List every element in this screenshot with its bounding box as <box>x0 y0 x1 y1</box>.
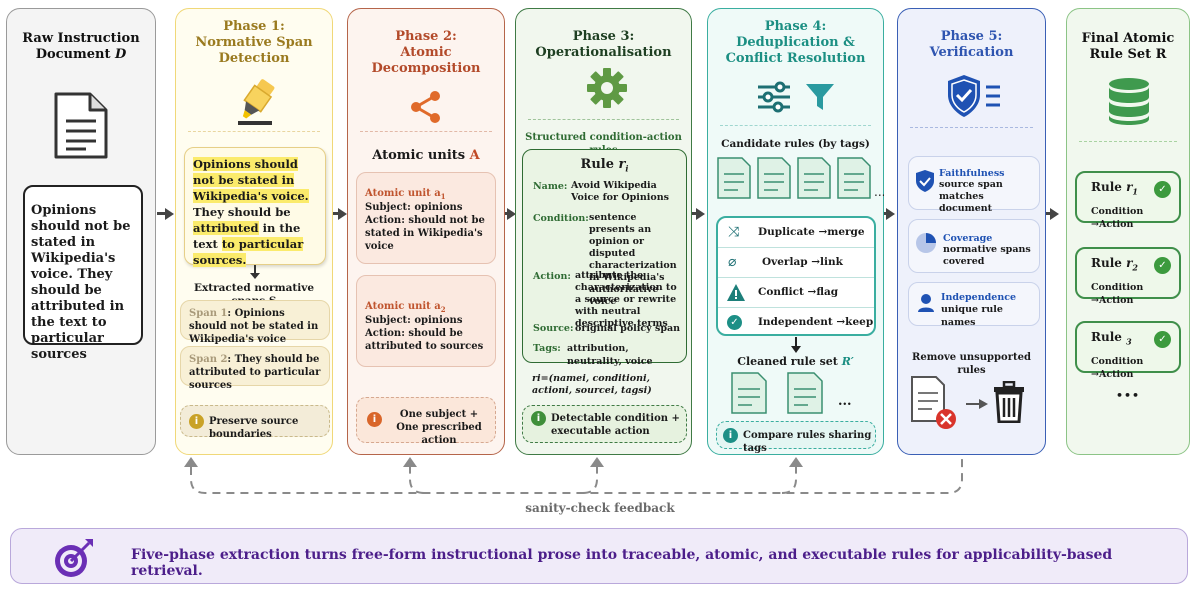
info-icon: i <box>189 414 204 429</box>
document-icon <box>54 92 108 159</box>
phase1-panel: Phase 1: Normative Span Detection Opinio… <box>175 8 333 455</box>
more-rules-ellipsis: ••• <box>1115 389 1141 402</box>
target-icon <box>55 539 93 577</box>
info-icon: i <box>723 428 738 443</box>
phase2-panel: Phase 2: Atomic Decomposition Atomic uni… <box>347 8 505 455</box>
shuffle-icon: ⤨ <box>728 224 740 240</box>
check-icon: ✓ <box>1154 331 1171 348</box>
user-icon <box>918 294 934 312</box>
check-faithfulness: Faithfulness source span matches documen… <box>908 156 1040 214</box>
final-rule-2: Rule r2 ✓ Condition →Action <box>1075 247 1181 306</box>
rule-card-title: Rule ri <box>580 157 629 174</box>
span-1: Span 1: Opinions should not be stated in… <box>180 300 330 345</box>
final-rule-3: Rule 3 ✓ Condition →Action <box>1075 321 1181 380</box>
op-independent: ✓ Independent →keep <box>718 308 874 338</box>
info-icon: i <box>531 411 546 426</box>
remove-unsupported-label: Remove unsupported rules <box>912 352 1031 376</box>
span-2: Span 2: They should be attributed to par… <box>180 346 330 391</box>
flow-arrow <box>338 208 347 220</box>
sliders-icon <box>758 81 790 113</box>
phase3-title: Phase 3: Operationalisation <box>535 29 672 60</box>
summary-banner: Five-phase extraction turns free-form in… <box>10 528 1188 584</box>
atomic-units-label: Atomic units A <box>372 148 480 163</box>
phase5-title: Phase 5: Verification <box>929 29 1014 60</box>
cleaned-rule-set-label: Cleaned rule set R′ <box>737 355 854 368</box>
phase3-panel: Phase 3: Operationalisation Structured c… <box>515 8 692 455</box>
flow-arrow <box>696 208 705 220</box>
flow-arrow <box>507 208 516 220</box>
candidate-rule-docs: ... <box>717 157 884 199</box>
final-rule-1: Rule r1 ✓ Condition →Action <box>1075 171 1181 230</box>
document-reject-icon <box>911 376 956 429</box>
svg-text:...: ... <box>874 185 884 199</box>
operations-box: ⤨ Duplicate →merge ⌀ Overlap →link Confl… <box>716 216 876 336</box>
info-icon: i <box>367 412 382 427</box>
highlighted-text-box: Opinions should not be stated in Wikiped… <box>184 147 326 267</box>
atomic-unit-1: Atomic unit a1 Subject: opinions Action:… <box>356 172 496 264</box>
phase2-note: i One subject + One prescribed action <box>356 397 496 446</box>
final-title: Final Atomic Rule Set R <box>1081 31 1175 62</box>
phase5-panel: Phase 5: Verification Faithfulness sourc… <box>897 8 1046 455</box>
pie-icon <box>916 233 936 253</box>
final-rule-set-panel: Final Atomic Rule Set R Rule r1 ✓ Condit… <box>1066 8 1190 455</box>
check-icon: ✓ <box>727 315 742 330</box>
shield-check-icon <box>948 75 1000 117</box>
highlighter-icon <box>238 79 275 125</box>
phase4-title: Phase 4: Deduplication & Conflict Resolu… <box>725 19 866 66</box>
check-independence: Independence unique rule names <box>908 282 1040 328</box>
phase1-title: Phase 1: Normative Span Detection <box>195 19 313 66</box>
check-coverage: Coverage normative spans covered <box>908 219 1040 273</box>
highlight-2: attributed <box>193 221 259 235</box>
check-icon: ✓ <box>1154 181 1171 198</box>
sanity-check-feedback-loop <box>184 457 963 494</box>
phase3-note: i Detectable condition + executable acti… <box>522 405 687 443</box>
phase2-title: Phase 2: Atomic Decomposition <box>371 29 481 76</box>
op-overlap: ⌀ Overlap →link <box>718 248 874 278</box>
trash-icon <box>994 381 1024 423</box>
flow-arrow <box>165 208 174 220</box>
raw-document-title: Raw Instruction Document D <box>22 31 140 62</box>
filter-icon <box>806 84 834 110</box>
check-icon: ✓ <box>1154 257 1171 274</box>
database-icon <box>1109 78 1149 125</box>
paperclip-icon: ⌀ <box>728 254 737 270</box>
warning-icon <box>727 284 745 301</box>
candidate-rules-label: Candidate rules (by tags) <box>721 138 870 150</box>
phase4-panel: Phase 4: Deduplication & Conflict Resolu… <box>707 8 884 455</box>
sanity-check-feedback-label: sanity-check feedback <box>525 501 675 515</box>
atomic-unit-2: Atomic unit a2 Subject: opinions Action:… <box>356 275 496 367</box>
raw-document-panel: Raw Instruction Document D Opinions shou… <box>6 8 156 455</box>
phase1-note: i Preserve source boundaries <box>180 405 330 440</box>
summary-text: Five-phase extraction turns free-form in… <box>131 547 1113 579</box>
raw-text: Opinions should not be stated in Wikiped… <box>31 203 131 362</box>
phase4-note: i Compare rules sharing tags <box>716 421 876 454</box>
shield-icon <box>916 170 934 192</box>
op-duplicate: ⤨ Duplicate →merge <box>718 218 874 248</box>
raw-text-box: Opinions should not be stated in Wikiped… <box>23 185 143 362</box>
flow-arrow <box>886 208 895 220</box>
gear-icon <box>587 68 627 108</box>
cleaned-rule-docs <box>731 372 823 414</box>
op-conflict: Conflict →flag <box>718 278 874 308</box>
rule-formula: ri=(namei, conditioni, actioni, sourcei,… <box>532 373 652 396</box>
rule-card: Rule ri Name: Avoid Wikipedia Voice for … <box>522 149 687 367</box>
share-nodes-icon <box>411 91 440 123</box>
flow-arrow <box>1050 208 1059 220</box>
highlight-1: Opinions should not be stated in Wikiped… <box>193 157 309 203</box>
